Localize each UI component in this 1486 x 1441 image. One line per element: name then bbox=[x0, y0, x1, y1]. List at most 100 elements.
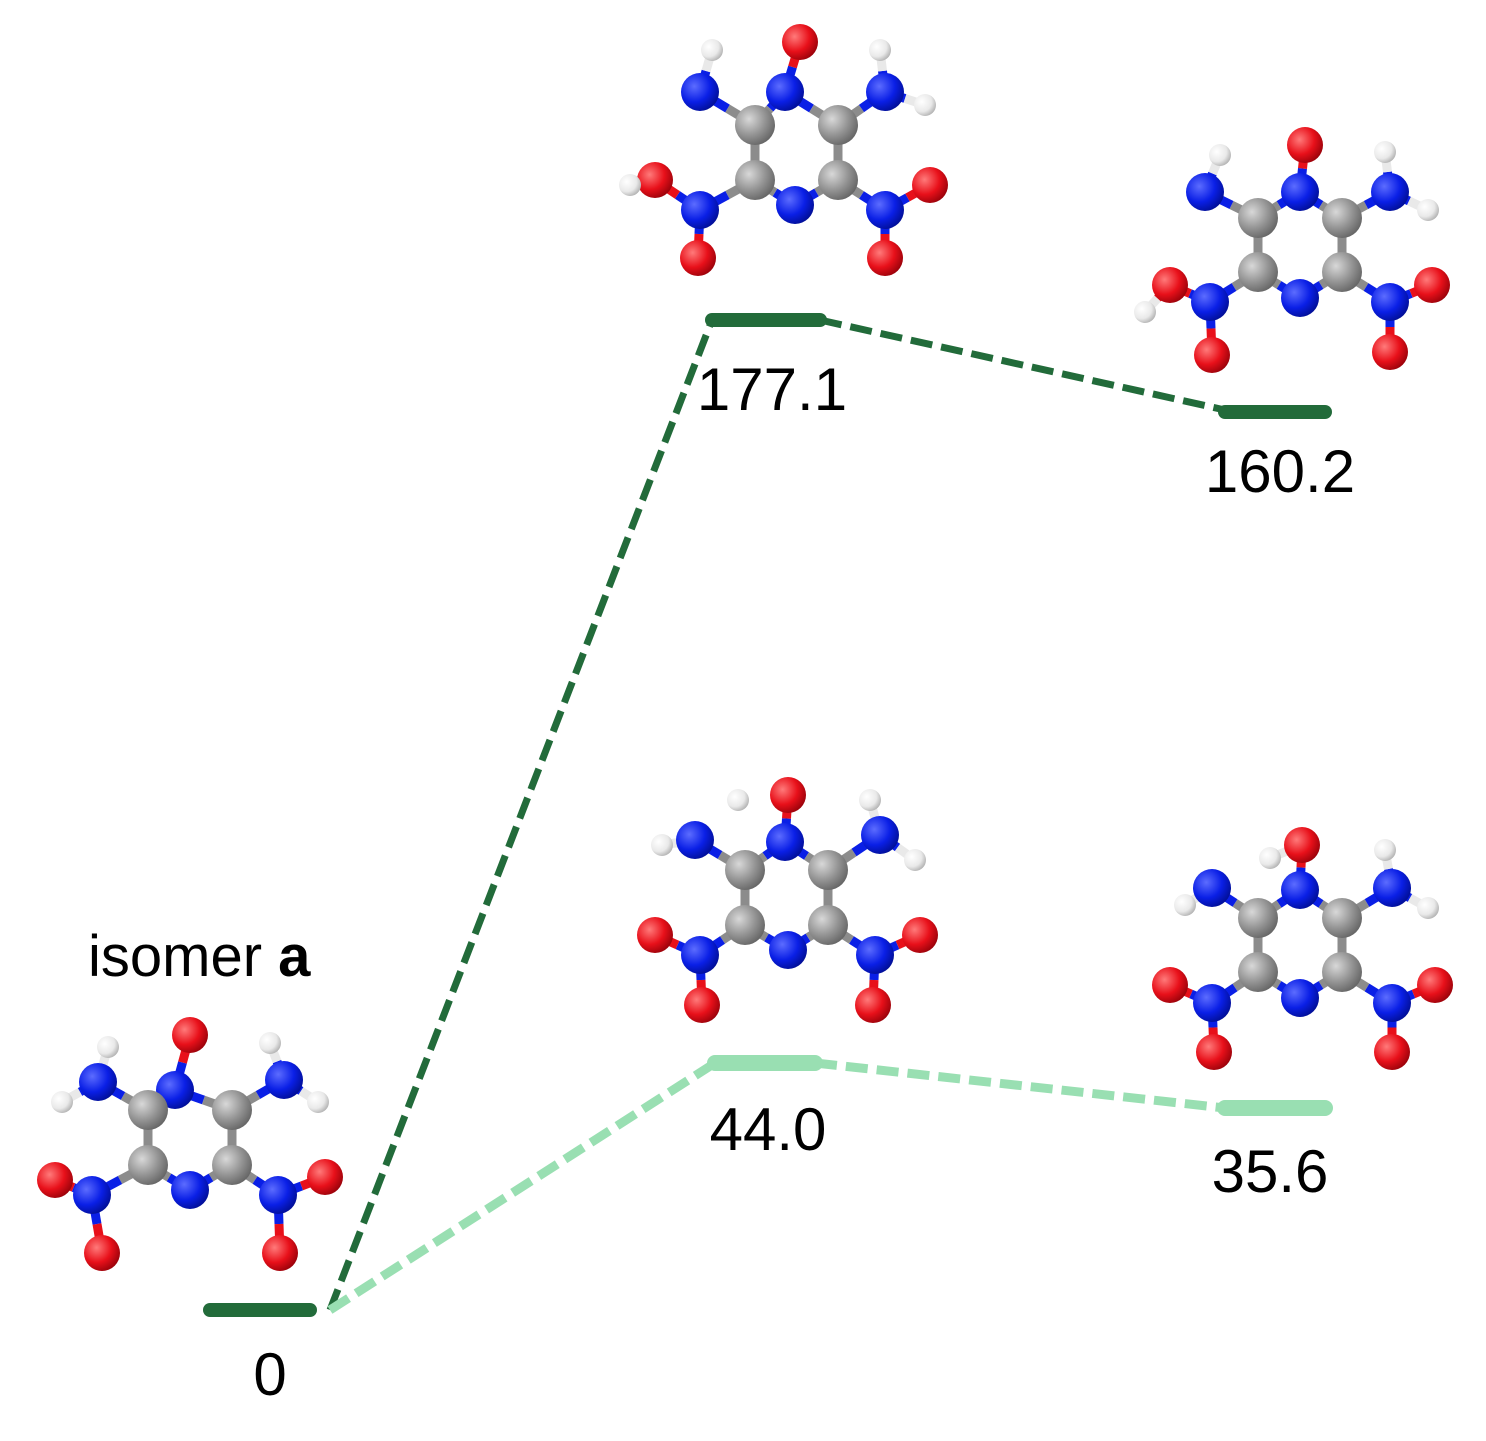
dark-path-segment-1 bbox=[326, 318, 716, 1312]
carbon-atom bbox=[1322, 952, 1362, 992]
oxygen-atom bbox=[1194, 337, 1230, 373]
hydrogen-atom bbox=[1417, 897, 1439, 919]
oxygen-atom bbox=[902, 917, 938, 953]
atoms bbox=[637, 777, 938, 1023]
molecule-isomer-a bbox=[37, 1017, 343, 1271]
nitrogen-atom bbox=[866, 73, 904, 111]
carbon-atom bbox=[818, 160, 858, 200]
nitrogen-atom bbox=[1281, 979, 1319, 1017]
light-path-segment-1 bbox=[327, 1059, 718, 1314]
carbon-atom bbox=[818, 105, 858, 145]
carbon-atom bbox=[725, 850, 765, 890]
hydrogen-atom bbox=[1134, 301, 1156, 323]
carbon-atom bbox=[735, 160, 775, 200]
oxygen-atom bbox=[637, 162, 673, 198]
carbon-atom bbox=[1322, 252, 1362, 292]
hydrogen-atom bbox=[1209, 144, 1231, 166]
hydrogen-atom bbox=[859, 789, 881, 811]
dark-path-segment-2 bbox=[819, 316, 1226, 414]
carbon-atom bbox=[735, 105, 775, 145]
carbon-atom bbox=[1322, 198, 1362, 238]
nitrogen-atom bbox=[681, 936, 719, 974]
molecule-dark-intermediate bbox=[619, 24, 948, 276]
energy-value-light-intermediate: 44.0 bbox=[710, 1096, 827, 1163]
nitrogen-atom bbox=[1281, 871, 1319, 909]
nitrogen-atom bbox=[1281, 279, 1319, 317]
dark-pathway bbox=[326, 316, 1226, 1312]
oxygen-atom bbox=[1287, 127, 1323, 163]
nitrogen-atom bbox=[265, 1061, 303, 1099]
nitrogen-atom bbox=[766, 73, 804, 111]
hydrogen-atom bbox=[651, 834, 673, 856]
nitrogen-atom bbox=[769, 931, 807, 969]
oxygen-atom bbox=[1372, 334, 1408, 370]
molecule-light-product bbox=[1152, 827, 1453, 1070]
hydrogen-atom bbox=[97, 1036, 119, 1058]
carbon-atom bbox=[1238, 198, 1278, 238]
nitrogen-atom bbox=[1281, 173, 1319, 211]
carbon-atom bbox=[212, 1145, 252, 1185]
isomer-label-letter: a bbox=[278, 924, 311, 989]
nitrogen-atom bbox=[1191, 283, 1229, 321]
oxygen-atom bbox=[1284, 827, 1320, 863]
nitrogen-atom bbox=[681, 191, 719, 229]
atoms bbox=[619, 24, 948, 276]
oxygen-atom bbox=[782, 24, 818, 60]
oxygen-atom bbox=[637, 917, 673, 953]
nitrogen-atom bbox=[1371, 283, 1409, 321]
nitrogen-atom bbox=[1186, 173, 1224, 211]
nitrogen-atom bbox=[259, 1176, 297, 1214]
carbon-atom bbox=[1238, 952, 1278, 992]
carbon-atom bbox=[128, 1145, 168, 1185]
oxygen-atom bbox=[37, 1162, 73, 1198]
hydrogen-atom bbox=[1374, 839, 1396, 861]
carbon-atom bbox=[808, 850, 848, 890]
nitrogen-atom bbox=[1373, 984, 1411, 1022]
hydrogen-atom bbox=[1259, 847, 1281, 869]
carbon-atom bbox=[1238, 252, 1278, 292]
nitrogen-atom bbox=[766, 823, 804, 861]
carbon-atom bbox=[212, 1090, 252, 1130]
hydrogen-atom bbox=[904, 849, 926, 871]
hydrogen-atom bbox=[1174, 894, 1196, 916]
carbon-atom bbox=[128, 1090, 168, 1130]
isomer-label-prefix: isomer bbox=[88, 924, 278, 989]
oxygen-atom bbox=[84, 1235, 120, 1271]
light-pathway bbox=[327, 1058, 1226, 1314]
nitrogen-atom bbox=[681, 73, 719, 111]
atoms bbox=[1134, 127, 1450, 373]
hydrogen-atom bbox=[51, 1091, 73, 1113]
carbon-atom bbox=[808, 905, 848, 945]
carbon-atom bbox=[1238, 898, 1278, 938]
hydrogen-atom bbox=[259, 1032, 281, 1054]
carbon-atom bbox=[725, 905, 765, 945]
nitrogen-atom bbox=[1193, 984, 1231, 1022]
nitrogen-atom bbox=[776, 186, 814, 224]
atoms bbox=[37, 1017, 343, 1271]
hydrogen-atom bbox=[307, 1091, 329, 1113]
nitrogen-atom bbox=[1371, 173, 1409, 211]
hydrogen-atom bbox=[1417, 199, 1439, 221]
energy-value-light-product: 35.6 bbox=[1212, 1138, 1329, 1205]
oxygen-atom bbox=[912, 167, 948, 203]
energy-value-dark-intermediate: 177.1 bbox=[697, 356, 847, 423]
hydrogen-atom bbox=[727, 789, 749, 811]
oxygen-atom bbox=[1414, 267, 1450, 303]
light-path-segment-2 bbox=[814, 1058, 1226, 1113]
molecule-light-intermediate bbox=[637, 777, 938, 1023]
energy-levels bbox=[203, 313, 1333, 1317]
energy-value-dark-product: 160.2 bbox=[1205, 438, 1355, 505]
nitrogen-atom bbox=[171, 1171, 209, 1209]
oxygen-atom bbox=[855, 987, 891, 1023]
oxygen-atom bbox=[770, 777, 806, 813]
oxygen-atom bbox=[1374, 1034, 1410, 1070]
oxygen-atom bbox=[262, 1235, 298, 1271]
oxygen-atom bbox=[307, 1159, 343, 1195]
nitrogen-atom bbox=[861, 816, 899, 854]
nitrogen-atom bbox=[856, 936, 894, 974]
oxygen-atom bbox=[172, 1017, 208, 1053]
atoms bbox=[1152, 827, 1453, 1070]
molecule-dark-product bbox=[1134, 127, 1450, 373]
hydrogen-atom bbox=[869, 39, 891, 61]
